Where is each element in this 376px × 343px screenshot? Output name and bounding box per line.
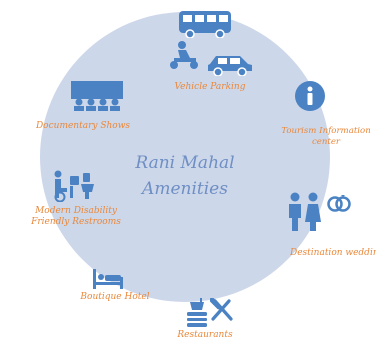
rings-icon bbox=[326, 194, 352, 212]
theatre-icon bbox=[70, 80, 124, 112]
restroom-icon bbox=[50, 170, 98, 202]
label-restrooms-line-2: Friendly Restrooms bbox=[31, 217, 121, 227]
label-vehicle-parking: Vehicle Parking bbox=[174, 82, 246, 92]
diagram-title: Rani Mahal Amenities bbox=[110, 150, 260, 202]
diagram-title-line-1: Rani Mahal bbox=[135, 153, 235, 173]
food-icon bbox=[186, 298, 208, 328]
bed-icon bbox=[92, 268, 124, 290]
label-restrooms: Modern Disability Friendly Restrooms bbox=[26, 206, 126, 228]
diagram-title-line-2: Amenities bbox=[142, 179, 228, 199]
label-tourism-information: Tourism Information center bbox=[276, 126, 376, 148]
car-icon bbox=[206, 52, 254, 76]
label-tourism-line-1: Tourism Information bbox=[281, 126, 371, 136]
label-restrooms-line-1: Modern Disability bbox=[35, 206, 117, 216]
scooter-icon bbox=[166, 40, 202, 70]
wedding-couple-icon bbox=[286, 192, 322, 232]
cutlery-icon bbox=[210, 298, 234, 322]
label-tourism-line-2: center bbox=[311, 137, 341, 147]
label-destination-wedding: Destination wedding bbox=[290, 248, 376, 258]
info-icon bbox=[294, 80, 326, 112]
bus-icon bbox=[178, 10, 232, 38]
label-boutique-hotel: Boutique Hotel bbox=[80, 292, 150, 302]
label-documentary-shows: Documentary Shows bbox=[35, 121, 131, 131]
label-restaurants: Restaurants bbox=[177, 330, 233, 340]
